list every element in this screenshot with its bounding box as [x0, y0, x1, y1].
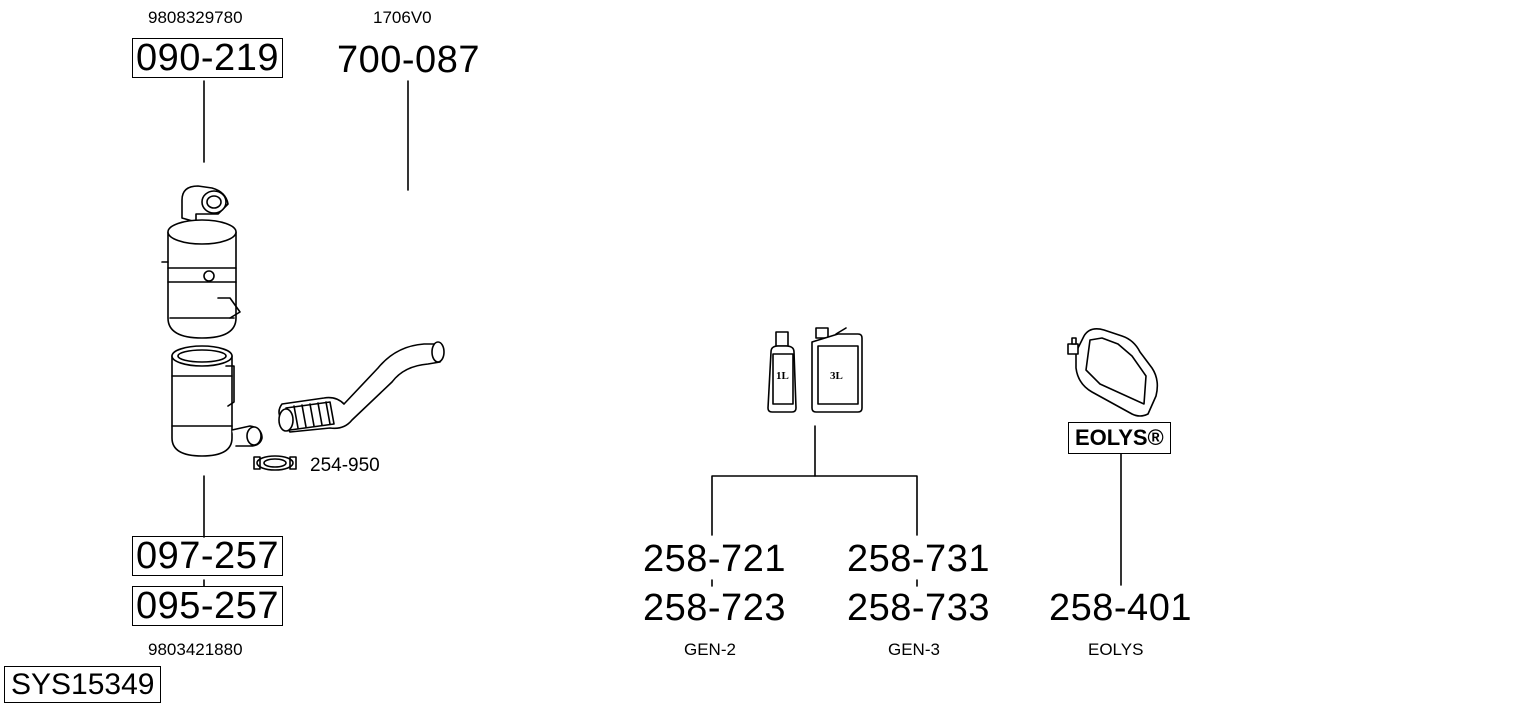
oem-number-lower-left: 9803421880	[148, 640, 243, 659]
bottle-3l-label: 3L	[830, 370, 843, 382]
bottle-1l-drawing	[767, 331, 797, 413]
part-number-258-401[interactable]: 258-401	[1049, 587, 1192, 629]
eolys-pouch-drawing	[1067, 328, 1159, 417]
system-id: SYS15349	[4, 666, 162, 703]
eolys-badge: EOLYS®	[1068, 422, 1171, 454]
part-number-258-723[interactable]: 258-723	[643, 587, 786, 629]
part-number-258-721[interactable]: 258-721	[643, 538, 786, 580]
oem-number-upper-mid: 1706V0	[373, 8, 432, 27]
bracket-gen	[711, 475, 918, 536]
part-number-258-733[interactable]: 258-733	[847, 587, 990, 629]
gen3-label: GEN-3	[888, 640, 940, 659]
part-number-097-257[interactable]: 097-257	[132, 536, 283, 576]
eolys-label: EOLYS	[1088, 640, 1144, 659]
part-number-258-731[interactable]: 258-731	[847, 538, 990, 580]
part-number-090-219[interactable]: 090-219	[132, 38, 283, 78]
gen2-label: GEN-2	[684, 640, 736, 659]
oem-number-upper-left: 9808329780	[148, 8, 243, 27]
part-number-700-087[interactable]: 700-087	[337, 39, 480, 81]
clamp-drawing	[253, 455, 297, 471]
part-number-clamp[interactable]: 254-950	[310, 455, 380, 476]
catalyst-upper-drawing	[161, 185, 241, 339]
bottle-1l-label: 1L	[776, 370, 789, 382]
part-number-095-257[interactable]: 095-257	[132, 586, 283, 626]
bottle-3l-drawing	[811, 327, 863, 413]
flex-pipe-drawing	[278, 341, 445, 433]
catalyst-lower-drawing	[171, 345, 263, 457]
